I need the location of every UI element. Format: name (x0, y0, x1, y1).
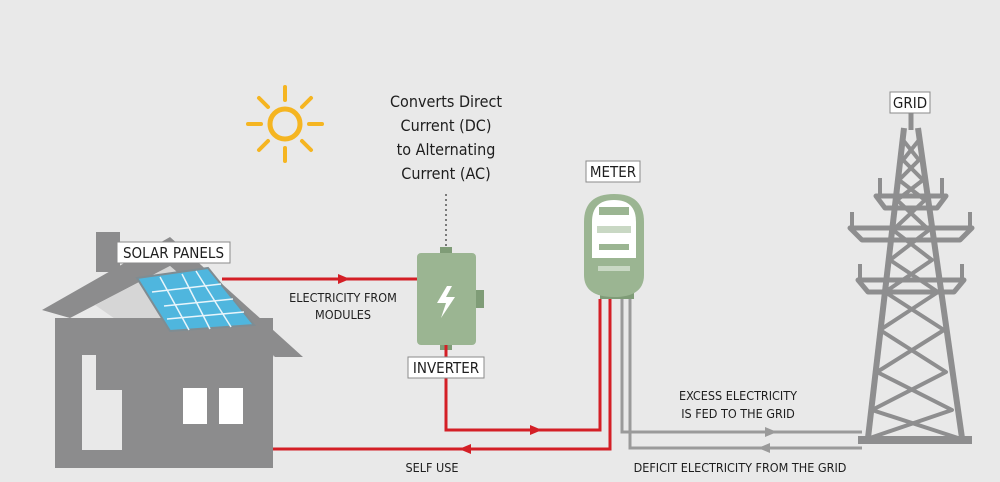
transmission-tower-icon (847, 110, 975, 444)
flow-self-use: SELF USE (405, 460, 458, 475)
flow-from-modules-line: MODULES (315, 307, 371, 322)
self-use-line (273, 299, 612, 454)
flow-deficit: DEFICIT ELECTRICITY FROM THE GRID (634, 460, 847, 475)
dc-line-modules (222, 274, 417, 284)
flow-excess: EXCESS ELECTRICITY IS FED TO THE GRID (679, 388, 797, 421)
solar-panels-label: SOLAR PANELS (116, 241, 231, 264)
grid-label: GRID (889, 91, 931, 114)
converter-note-line: Current (DC) (401, 116, 492, 135)
sun-icon (246, 85, 324, 163)
inverter-label-text: INVERTER (413, 359, 479, 377)
inverter-label: INVERTER (407, 356, 485, 379)
solar-panels-label-text: SOLAR PANELS (123, 244, 224, 262)
converter-note-line: Converts Direct (390, 92, 502, 111)
converter-note: Converts Direct Current (DC) to Alternat… (390, 92, 502, 183)
deficit-grid-line (628, 299, 862, 453)
solar-panel-icon (135, 266, 256, 333)
flow-from-modules: ELECTRICITY FROM MODULES (289, 290, 397, 322)
converter-note-line: Current (AC) (401, 164, 490, 183)
converter-note-line: to Alternating (397, 140, 496, 159)
inverter-lightning-icon (417, 247, 484, 350)
electric-meter-icon (584, 194, 644, 299)
grid-label-text: GRID (893, 94, 927, 112)
meter-label-text: METER (590, 163, 636, 181)
flow-from-modules-line: ELECTRICITY FROM (289, 290, 397, 305)
flow-excess-line: EXCESS ELECTRICITY (679, 388, 797, 403)
ac-line-inverter-meter (444, 299, 602, 435)
flow-excess-line: IS FED TO THE GRID (681, 406, 795, 421)
meter-label: METER (585, 160, 641, 183)
excess-grid-line (620, 299, 862, 437)
